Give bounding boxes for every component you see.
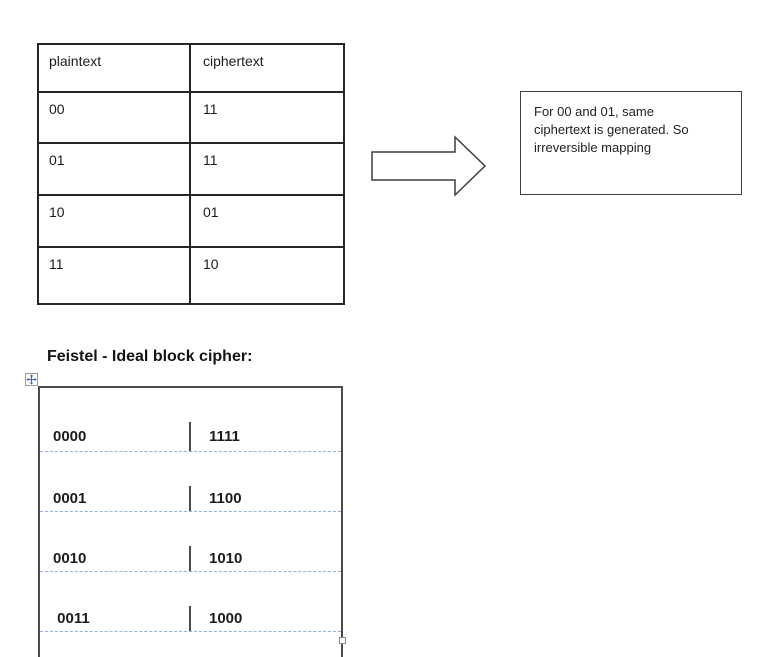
table-row: 01 11: [39, 144, 343, 196]
table-move-handle[interactable]: [25, 373, 38, 386]
table2-cell[interactable]: 0000: [40, 422, 191, 451]
table1-cell[interactable]: 11: [203, 152, 218, 168]
right-arrow-icon: [371, 135, 487, 197]
table2-cell[interactable]: 1010: [209, 550, 243, 567]
table-resize-handle[interactable]: [339, 637, 346, 644]
table1-cell[interactable]: 01: [203, 204, 219, 220]
table-row: 10 01: [39, 196, 343, 248]
table-row: 0011 1000: [40, 606, 341, 632]
table2-cell[interactable]: 1000: [209, 610, 243, 627]
table2-cell[interactable]: 1100: [209, 490, 242, 507]
section-heading[interactable]: Feistel - Ideal block cipher:: [47, 348, 253, 365]
table2-cell[interactable]: 0010: [40, 546, 191, 571]
table-row: 0000 1111: [40, 422, 341, 452]
table2-cell[interactable]: 1111: [209, 428, 240, 445]
table1-header-plaintext[interactable]: plaintext: [39, 45, 191, 91]
plaintext-ciphertext-table: plaintext ciphertext 00 11 01 11 10 01 1…: [37, 43, 345, 305]
table2-cell[interactable]: 0001: [40, 486, 191, 511]
feistel-mapping-table: 0000 1111 0001 1100 0010 1010 0011 1000 …: [38, 386, 343, 657]
table1-cell[interactable]: 10: [203, 256, 219, 272]
right-arrow-shape[interactable]: [370, 133, 488, 204]
move-icon: [26, 374, 37, 385]
table1-cell[interactable]: 10: [39, 196, 191, 246]
table-row: 00 11: [39, 93, 343, 144]
table1-cell[interactable]: 11: [203, 101, 218, 117]
table-row: 11 10: [39, 248, 343, 303]
callout-textbox[interactable]: For 00 and 01, same ciphertext is genera…: [520, 91, 742, 195]
table1-cell[interactable]: 11: [39, 248, 191, 303]
callout-text: For 00 and 01, same ciphertext is genera…: [534, 104, 689, 155]
table1-header-row: plaintext ciphertext: [39, 45, 343, 93]
table-row: 0001 1100: [40, 486, 341, 512]
table1-cell[interactable]: 01: [39, 144, 191, 194]
table1-header-ciphertext[interactable]: ciphertext: [203, 53, 264, 69]
table1-cell[interactable]: 00: [39, 93, 191, 142]
table-row: 0010 1010: [40, 546, 341, 572]
table2-cell[interactable]: 0011: [40, 606, 191, 631]
